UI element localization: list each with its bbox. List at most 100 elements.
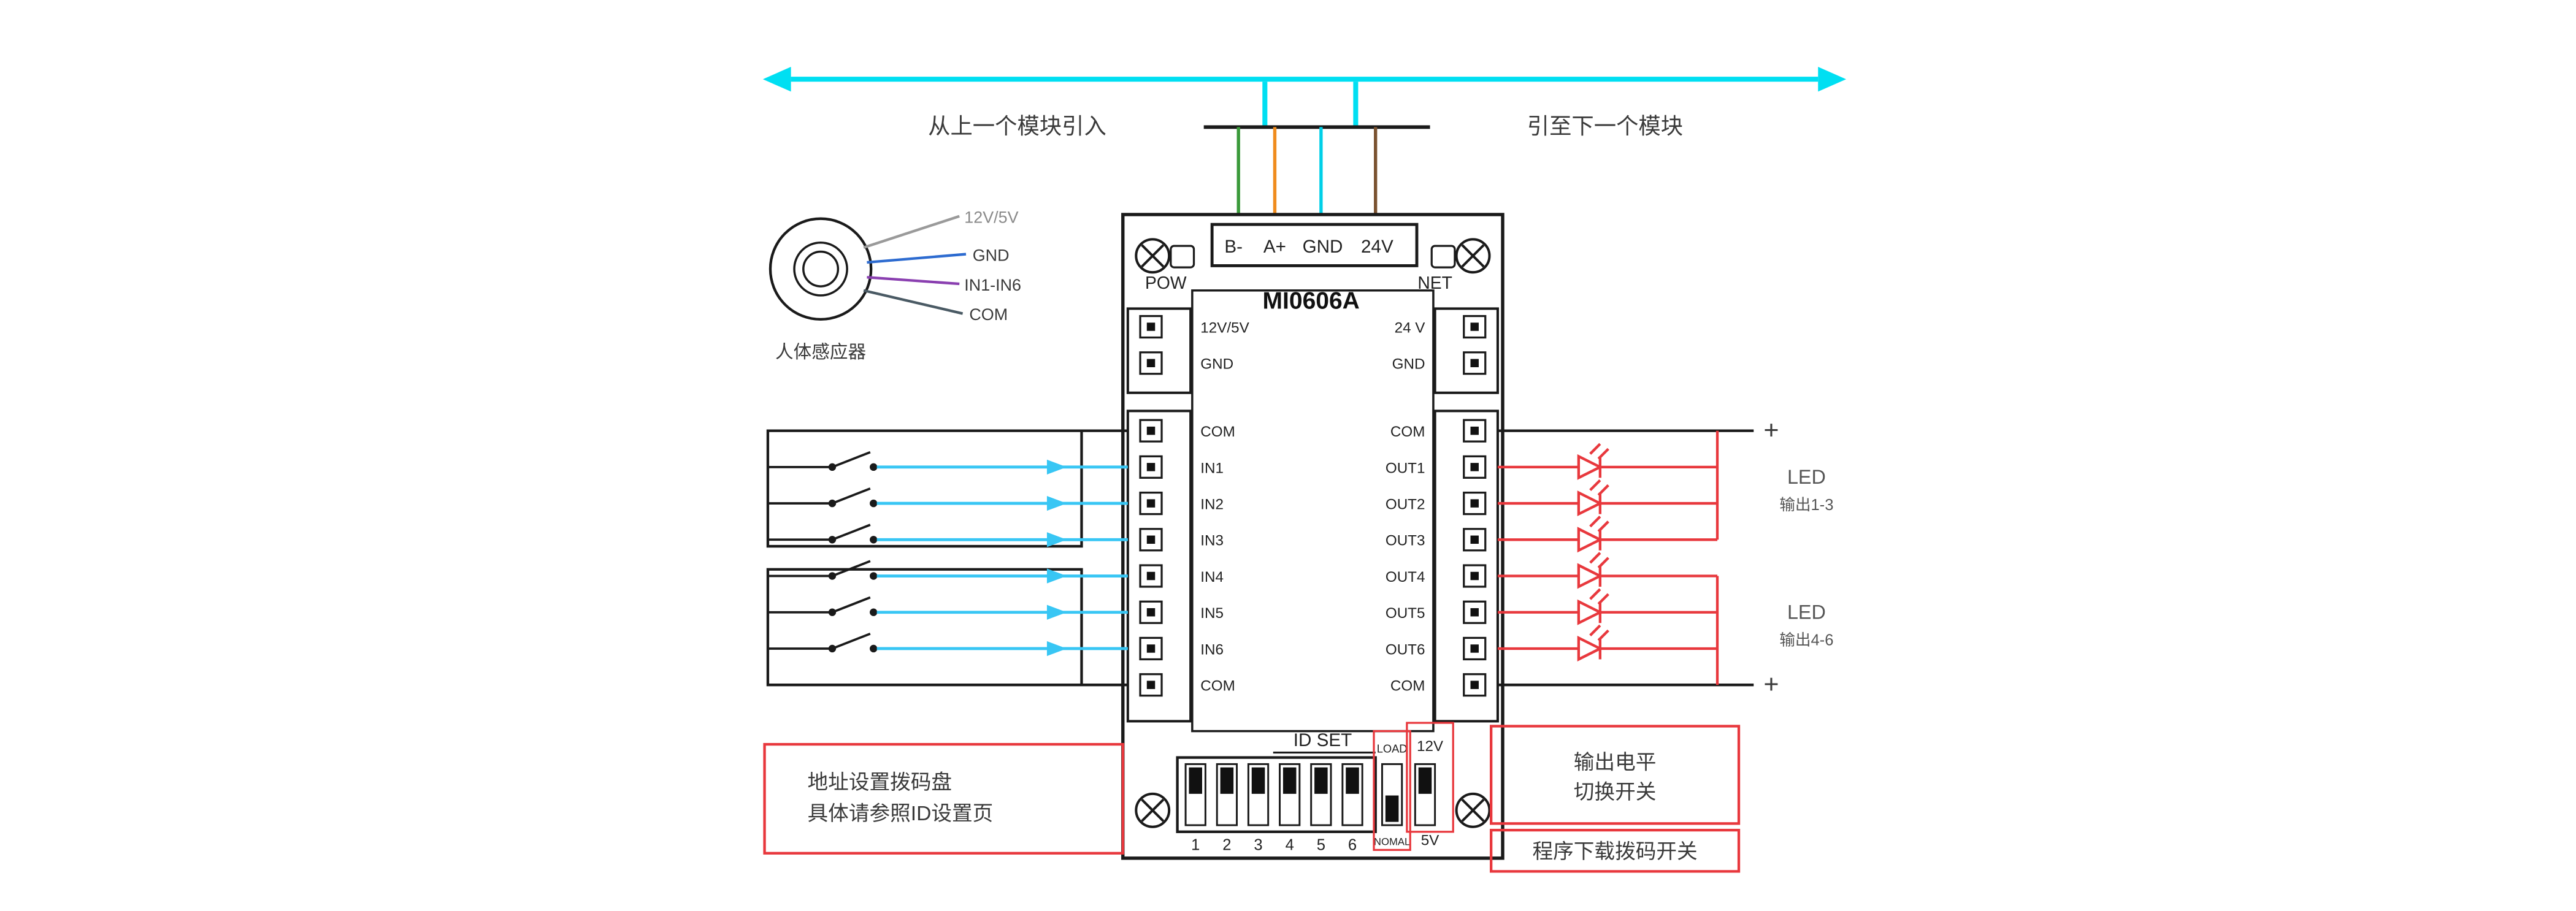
terminal-pin bbox=[1463, 636, 1487, 661]
right-io-label: OUT1 bbox=[1386, 460, 1425, 476]
sensor-wire-label-gnd: GND bbox=[973, 246, 1010, 264]
input-loop-bottom bbox=[766, 568, 1128, 687]
switch-icon bbox=[767, 524, 878, 544]
bus-junction bbox=[1203, 125, 1430, 226]
dip-number: 4 bbox=[1286, 836, 1294, 853]
input-wiring bbox=[766, 429, 1128, 687]
led-branch bbox=[1497, 479, 1717, 517]
left-power-connector bbox=[1126, 307, 1192, 394]
terminal-pin bbox=[1463, 351, 1487, 375]
sensor-wire-label-in: IN1-IN6 bbox=[964, 276, 1021, 294]
wire-arrow-icon bbox=[1046, 532, 1067, 547]
top-terminal-block bbox=[1210, 223, 1419, 267]
bus-arrow-left-icon bbox=[762, 67, 791, 92]
v12-label: 12V bbox=[1417, 738, 1444, 755]
terminal-pin bbox=[1463, 673, 1487, 697]
terminal-pin bbox=[1463, 528, 1487, 552]
input-loop-top bbox=[766, 429, 1128, 548]
plus-top-label: + bbox=[1763, 416, 1779, 445]
wire-arrow-icon bbox=[1046, 459, 1067, 475]
terminal-label-24v: 24V bbox=[1361, 237, 1393, 257]
module-title: MI0606A bbox=[1263, 288, 1360, 314]
output-wiring: + + LED 输出1-3 LED 输出4-6 bbox=[1497, 416, 1833, 699]
address-annotation-line2: 具体请参照ID设置页 bbox=[808, 802, 994, 825]
id-set-area: ID SET 1 2 3 4 5 6 LOAD NOMAL 12V 5V bbox=[1176, 730, 1444, 853]
dip-number: 5 bbox=[1317, 836, 1325, 853]
switch-icon bbox=[767, 487, 878, 508]
right-io-label: COM bbox=[1390, 678, 1425, 695]
led-group1-title: LED bbox=[1787, 466, 1826, 488]
terminal-pin bbox=[1463, 491, 1487, 516]
wire-arrow-icon bbox=[1046, 604, 1067, 620]
terminal-pin bbox=[1139, 491, 1163, 516]
bus-right-label: 引至下一个模块 bbox=[1527, 113, 1683, 139]
output-level-line2: 切换开关 bbox=[1574, 780, 1657, 804]
wire-arrow-icon bbox=[1046, 495, 1067, 511]
terminal-pin bbox=[1463, 600, 1487, 624]
load-label: LOAD bbox=[1377, 742, 1408, 755]
network-bus: 从上一个模块引入 引至下一个模块 bbox=[762, 67, 1846, 139]
led-icon bbox=[1577, 599, 1603, 625]
left-power-label: 12V/5V bbox=[1200, 319, 1249, 336]
led-group2-sub: 输出4-6 bbox=[1779, 632, 1833, 649]
led-branch bbox=[1497, 552, 1717, 589]
led-icon bbox=[1577, 563, 1603, 589]
id-set-label: ID SET bbox=[1294, 730, 1352, 750]
module-inner-outline bbox=[1191, 289, 1435, 733]
motion-sensor-icon bbox=[769, 217, 873, 321]
terminal-pin bbox=[1139, 528, 1163, 552]
terminal-pin bbox=[1463, 314, 1487, 339]
wire-arrow-icon bbox=[1046, 568, 1067, 584]
terminal-pin bbox=[1139, 636, 1163, 661]
dip-switch-icon bbox=[1279, 763, 1301, 826]
right-io-label: OUT4 bbox=[1386, 569, 1425, 585]
pow-label: POW bbox=[1145, 273, 1187, 292]
left-io-label: IN6 bbox=[1200, 641, 1224, 658]
left-io-label: COM bbox=[1200, 678, 1235, 695]
address-annotation-line1: 地址设置拨码盘 bbox=[808, 771, 952, 794]
switch-icon bbox=[767, 632, 878, 653]
sensor-wire-power bbox=[863, 215, 960, 249]
clip-right bbox=[1430, 245, 1456, 269]
output-level-line1: 输出电平 bbox=[1574, 750, 1657, 774]
right-io-label: OUT6 bbox=[1386, 641, 1425, 658]
level-switch-icon bbox=[1414, 763, 1436, 826]
sensor-wire-label-com: COM bbox=[969, 305, 1008, 324]
switch-icon bbox=[767, 596, 878, 616]
terminal-pin bbox=[1139, 419, 1163, 443]
terminal-pin bbox=[1463, 564, 1487, 588]
terminal-pin bbox=[1139, 564, 1163, 588]
sensor-wire-gnd bbox=[867, 253, 967, 264]
pin-labels: 12V/5V GND 24 V GND COM IN1 IN2 IN3 IN4 … bbox=[1200, 319, 1425, 694]
dip-number: 2 bbox=[1222, 836, 1231, 853]
bus-arrow-right-icon bbox=[1818, 67, 1846, 92]
level-switch-highlight-box bbox=[1406, 722, 1454, 833]
clip-left bbox=[1170, 245, 1195, 269]
program-annotation-box bbox=[1490, 828, 1741, 873]
led-icon bbox=[1577, 454, 1603, 480]
program-annotation: 程序下载拨码开关 bbox=[1533, 840, 1698, 863]
sensor-wire-com bbox=[863, 289, 964, 315]
right-io-label: COM bbox=[1390, 424, 1425, 440]
dip-switch-icon bbox=[1216, 763, 1238, 826]
terminal-pin bbox=[1139, 314, 1163, 339]
screw-icon bbox=[1455, 792, 1491, 828]
plus-bottom-label: + bbox=[1763, 670, 1779, 699]
dip-switch-icon bbox=[1184, 763, 1206, 826]
terminal-label-gnd: GND bbox=[1303, 237, 1343, 257]
led-group2-title: LED bbox=[1787, 601, 1826, 623]
left-io-label: IN1 bbox=[1200, 460, 1224, 476]
sensor-wire-in bbox=[867, 276, 960, 286]
dip-number: 3 bbox=[1254, 836, 1262, 853]
left-io-label: IN3 bbox=[1200, 533, 1224, 549]
terminal-pin bbox=[1463, 455, 1487, 479]
net-label: NET bbox=[1417, 273, 1452, 292]
terminal-pin bbox=[1139, 673, 1163, 697]
annotation-texts: 地址设置拨码盘 具体请参照ID设置页 输出电平 切换开关 程序下载拨码开关 bbox=[808, 750, 1698, 863]
dip-switch-icon bbox=[1310, 763, 1332, 826]
address-annotation-box bbox=[763, 742, 1124, 855]
top-terminal-labels: B- A+ GND 24V bbox=[1224, 237, 1393, 257]
terminal-pin bbox=[1139, 455, 1163, 479]
left-power-label: GND bbox=[1200, 356, 1233, 373]
motion-sensor: 12V/5V GND IN1-IN6 COM 人体感应器 bbox=[769, 208, 1021, 362]
